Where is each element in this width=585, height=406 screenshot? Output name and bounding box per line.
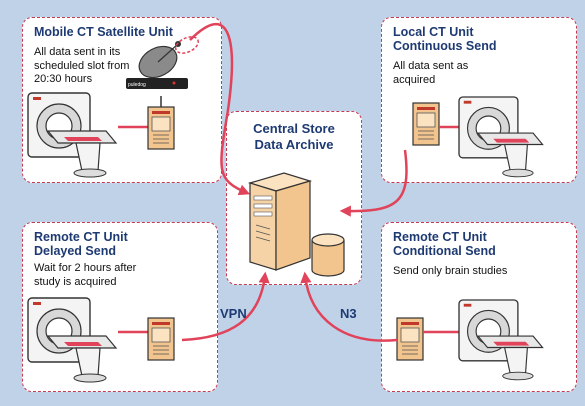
delayed-ct-description: Wait for 2 hours after study is acquired bbox=[34, 262, 137, 288]
local-ct-title: Local CT Unit Continuous Send bbox=[393, 25, 497, 53]
local-ct-description: All data sent as acquired bbox=[393, 60, 469, 86]
delayed-ct-title: Remote CT Unit Delayed Send bbox=[34, 230, 128, 258]
vpn-label: VPN bbox=[220, 306, 247, 321]
conditional-ct-description: Send only brain studies bbox=[393, 265, 508, 277]
local-ct-panel: Local CT Unit Continuous Send All data s… bbox=[381, 17, 577, 183]
mobile-ct-title: Mobile CT Satellite Unit bbox=[34, 25, 173, 39]
central-archive-title: Central Store Data Archive bbox=[253, 121, 335, 152]
central-archive-panel: Central Store Data Archive bbox=[226, 111, 362, 285]
n3-label: N3 bbox=[340, 306, 357, 321]
conditional-ct-panel: Remote CT Unit Conditional Send Send onl… bbox=[381, 222, 577, 392]
mobile-ct-description: All data sent in its scheduled slot from… bbox=[34, 46, 130, 85]
conditional-ct-title: Remote CT Unit Conditional Send bbox=[393, 230, 496, 258]
delayed-ct-panel: Remote CT Unit Delayed Send Wait for 2 h… bbox=[22, 222, 218, 392]
mobile-ct-panel: Mobile CT Satellite Unit All data sent i… bbox=[22, 17, 222, 183]
